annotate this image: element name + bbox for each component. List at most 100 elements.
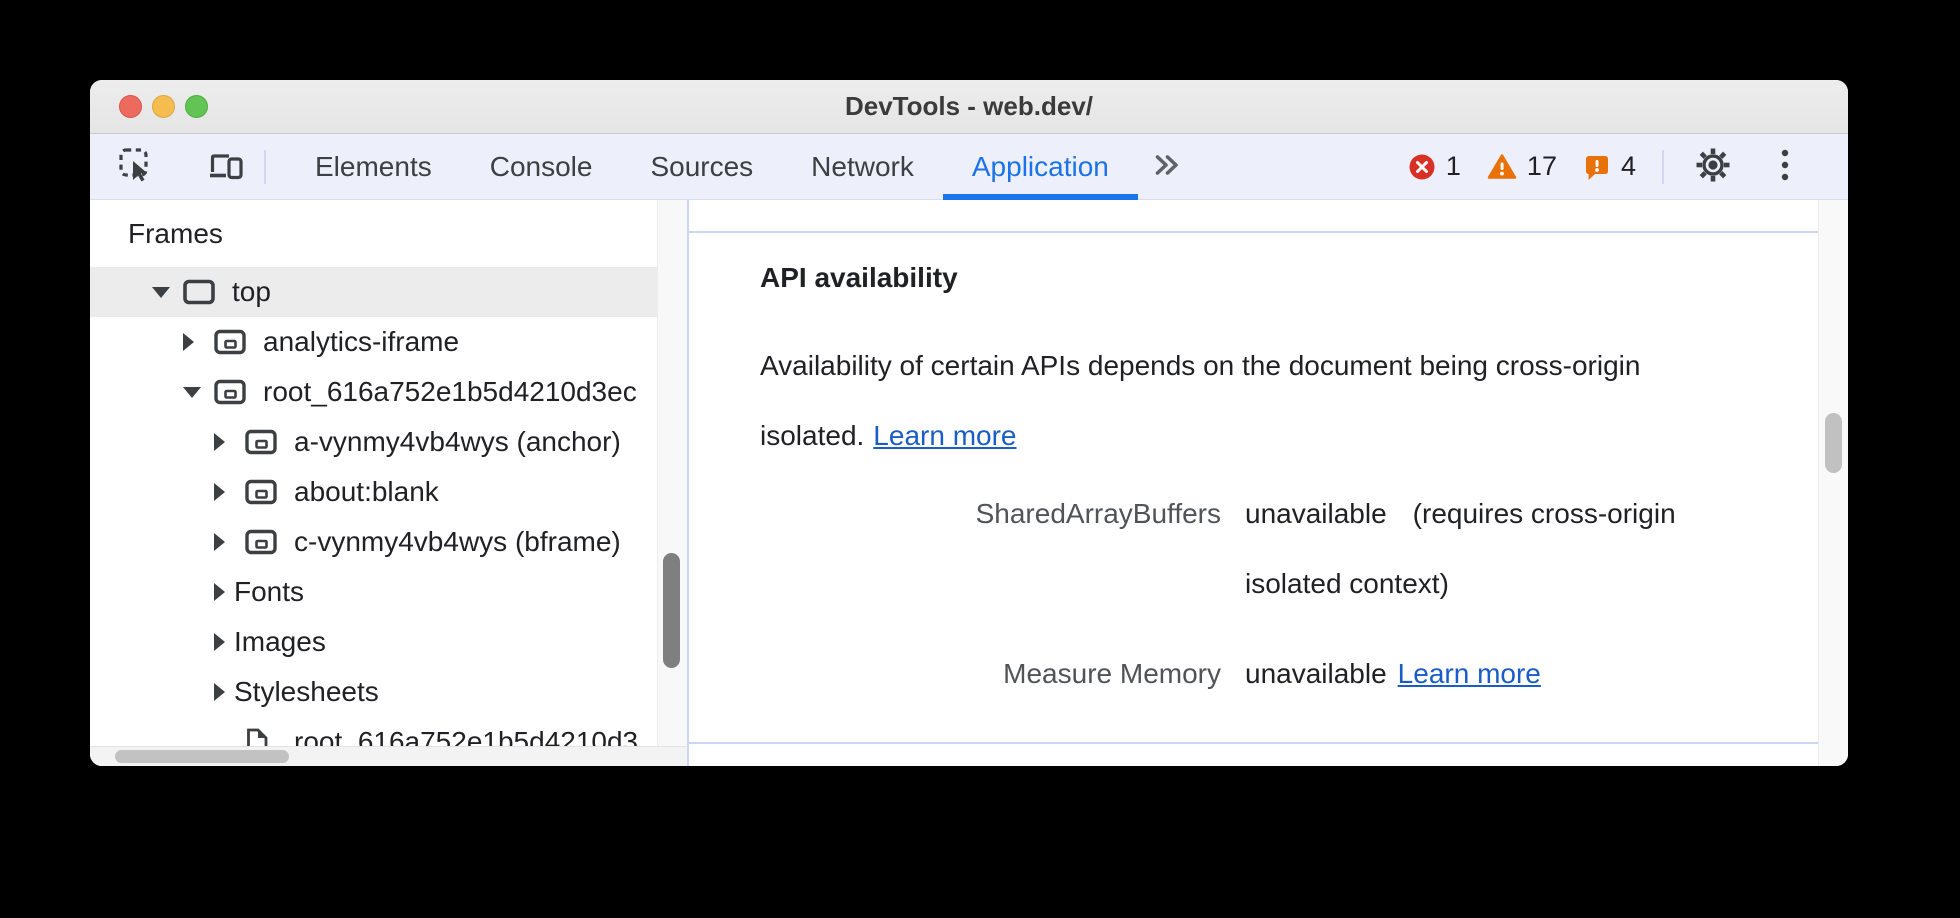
disclosure-right-icon[interactable] (183, 333, 205, 351)
frames-tree: top analytics-iframe root_616a752e1b5d4210… (90, 267, 657, 766)
disclosure-right-icon[interactable] (214, 633, 227, 651)
disclosure-right-icon[interactable] (214, 533, 236, 551)
fullscreen-window-button[interactable] (185, 95, 208, 118)
inspect-element-button[interactable] (112, 143, 160, 191)
error-badge[interactable]: 1 (1408, 151, 1461, 182)
toolbar-divider (1662, 149, 1664, 184)
sidebar-scrollbar-thumb[interactable] (663, 553, 680, 668)
tree-item-label: a-vynmy4vb4wys (anchor) (294, 426, 621, 457)
application-panel: Frames top analytics-iframe root_616a752e1… (90, 200, 1848, 766)
tree-item-label: analytics-iframe (263, 326, 460, 357)
customize-devtools-button[interactable] (1762, 144, 1808, 190)
tree-item-label: root_616a752e1b5d4210d3ec (263, 376, 637, 407)
section-divider (689, 742, 1818, 744)
toolbar-right: 1 17 4 (1408, 134, 1848, 199)
frames-tree-item[interactable]: about:blank (90, 467, 657, 517)
device-toolbar-button[interactable] (202, 143, 250, 191)
frames-tree-item[interactable]: c-vynmy4vb4wys (bframe) (90, 517, 657, 567)
sidebar-horizontal-scrollbar[interactable] (90, 746, 687, 766)
tab-sources[interactable]: Sources (650, 150, 754, 182)
tab-application[interactable]: Application (942, 134, 1138, 200)
devtools-window: DevTools - web.dev/ Elements Console Sourc… (90, 80, 1848, 766)
section-heading: API availability (760, 262, 958, 293)
warning-badge[interactable]: 17 (1487, 151, 1557, 182)
api-status: unavailable (1245, 498, 1387, 529)
window-title: DevTools - web.dev/ (844, 91, 1093, 121)
tree-item-label: Images (234, 626, 326, 657)
warning-icon (1487, 153, 1517, 180)
device-toolbar-icon (207, 146, 245, 187)
tree-item-label: about:blank (294, 476, 439, 507)
issue-count: 4 (1620, 151, 1636, 181)
inspect-cursor-icon (117, 146, 155, 187)
frames-tree-item[interactable]: top (90, 267, 657, 317)
three-dots-menu-icon (1780, 148, 1790, 185)
frames-tree-item[interactable]: Images (90, 617, 657, 667)
disclosure-down-icon[interactable] (152, 286, 174, 298)
disclosure-right-icon[interactable] (214, 583, 227, 601)
api-availability-panel: API availability Availability of certain… (689, 200, 1818, 766)
horizontal-scrollbar-thumb[interactable] (115, 750, 289, 763)
settings-button[interactable] (1690, 144, 1736, 190)
tab-console[interactable]: Console (489, 150, 593, 182)
toolbar-left: Elements Console Sources Network Application (90, 134, 1180, 200)
tree-item-label: c-vynmy4vb4wys (bframe) (294, 526, 621, 557)
section-description: Availability of certain APIs depends on … (760, 331, 1745, 471)
iframe-icon (244, 428, 278, 456)
frames-tree-item[interactable]: a-vynmy4vb4wys (anchor) (90, 417, 657, 467)
iframe-icon (244, 528, 278, 556)
double-chevron-right-icon (1154, 153, 1180, 180)
toolbar-divider (264, 149, 266, 184)
tree-item-label: Fonts (234, 576, 305, 607)
api-name: Measure Memory (1003, 658, 1221, 689)
frames-tree-item[interactable]: Stylesheets (90, 667, 657, 717)
iframe-icon (213, 378, 247, 406)
frames-tree-item[interactable]: analytics-iframe (90, 317, 657, 367)
api-availability-row: SharedArrayBuffers unavailable(requires c… (760, 479, 1818, 619)
api-status: unavailable (1245, 658, 1387, 689)
frames-tree-item[interactable]: Fonts (90, 567, 657, 617)
api-availability-section: API availability Availability of certain… (689, 233, 1818, 709)
disclosure-right-icon[interactable] (214, 433, 236, 451)
learn-more-link[interactable]: Learn more (873, 420, 1017, 451)
issue-icon (1583, 153, 1611, 181)
error-count: 1 (1445, 151, 1461, 181)
error-icon (1408, 153, 1436, 181)
panel-split-divider[interactable] (687, 200, 689, 766)
frame-icon (182, 278, 216, 306)
sidebar-vertical-scrollbar[interactable] (657, 200, 687, 766)
tab-elements[interactable]: Elements (315, 150, 432, 182)
iframe-icon (244, 478, 278, 506)
titlebar[interactable]: DevTools - web.dev/ (90, 80, 1848, 134)
traffic-lights (119, 80, 208, 133)
api-status-detail: (requires cross-origin isolated context) (1245, 498, 1676, 599)
warning-count: 17 (1526, 151, 1557, 181)
panel-tabs: Elements Console Sources Network Application (286, 134, 1138, 200)
frames-sidebar: Frames top analytics-iframe root_616a752e1… (90, 200, 657, 766)
learn-more-link[interactable]: Learn more (1397, 658, 1541, 689)
content-scrollbar-thumb[interactable] (1825, 413, 1842, 473)
gear-icon (1694, 146, 1732, 187)
frames-tree-item[interactable]: root_616a752e1b5d4210d3ec (90, 367, 657, 417)
api-status-cell: unavailable(requires cross-origin isolat… (1245, 479, 1725, 619)
previous-section-edge (689, 200, 1818, 233)
disclosure-right-icon[interactable] (214, 683, 227, 701)
disclosure-right-icon[interactable] (214, 483, 236, 501)
content-vertical-scrollbar[interactable] (1818, 200, 1848, 766)
tree-item-label: top (232, 276, 271, 307)
issue-badge[interactable]: 4 (1583, 151, 1636, 182)
api-status-cell: unavailable Learn more (1245, 639, 1725, 709)
devtools-toolbar: Elements Console Sources Network Application… (90, 134, 1848, 200)
frames-section-header[interactable]: Frames (128, 217, 223, 249)
minimize-window-button[interactable] (152, 95, 175, 118)
iframe-icon (213, 328, 247, 356)
close-window-button[interactable] (119, 95, 142, 118)
tree-item-label: Stylesheets (234, 676, 379, 707)
tab-network[interactable]: Network (811, 150, 914, 182)
api-name: SharedArrayBuffers (975, 498, 1221, 529)
more-tabs-button[interactable] (1154, 153, 1180, 180)
disclosure-down-icon[interactable] (183, 386, 205, 398)
description-text: Availability of certain APIs depends on … (760, 350, 1641, 451)
